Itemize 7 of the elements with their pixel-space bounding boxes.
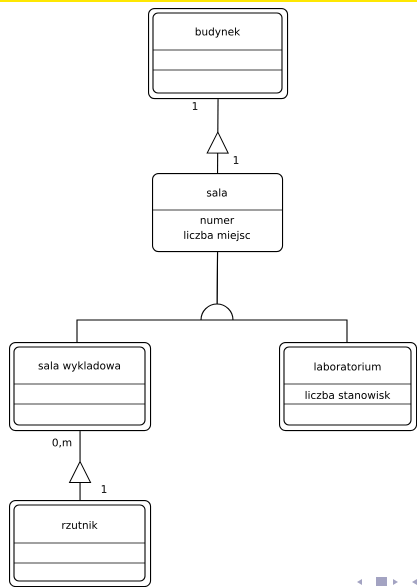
class-box: sala wykladowa [9, 342, 152, 432]
class-box: laboratorium liczba stanowisk [279, 342, 417, 432]
class-box: budynek [148, 8, 288, 100]
class-box: rzutnik [9, 500, 152, 587]
class-box: sala numer liczba miejsc [152, 173, 284, 252]
multiplicity-label: 0,m [52, 438, 72, 448]
multiplicity-label: 1 [234, 156, 238, 164]
